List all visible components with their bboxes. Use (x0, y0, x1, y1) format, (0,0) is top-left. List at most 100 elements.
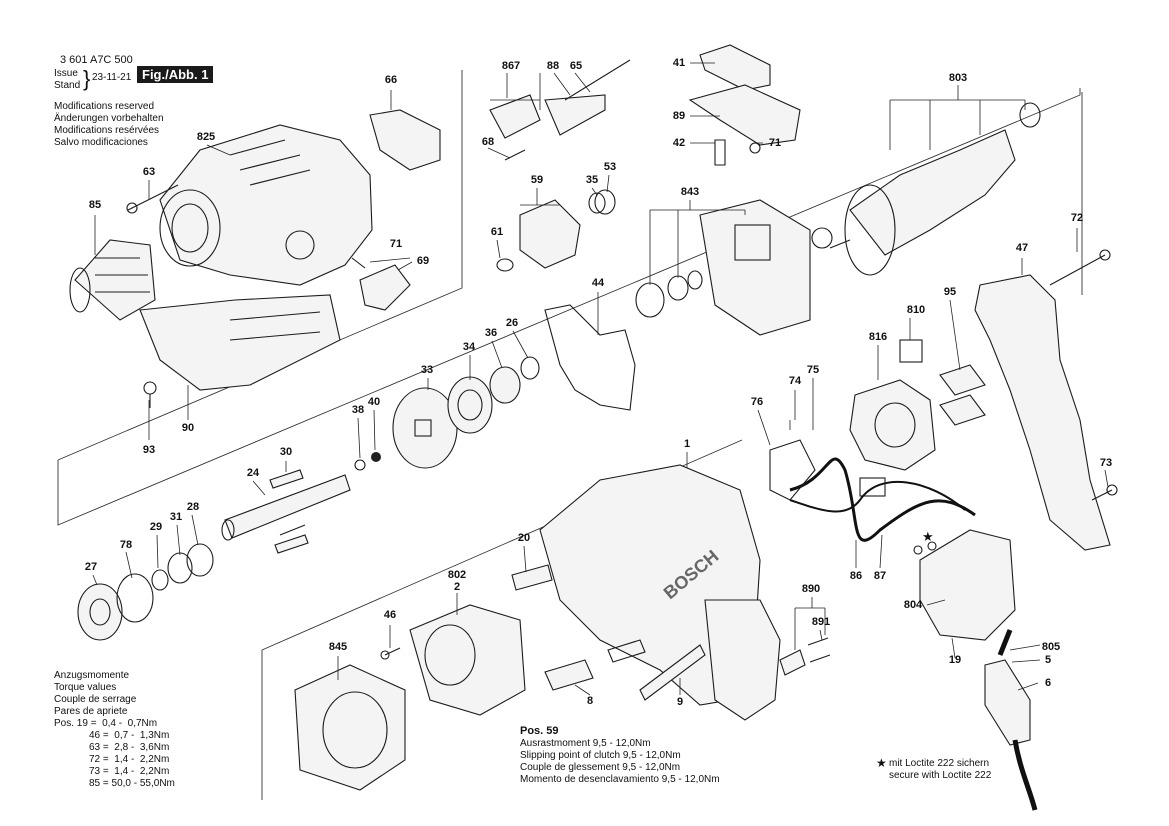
part-callout: 89 (672, 110, 686, 122)
star-icon: ★ (876, 756, 887, 770)
part-callout: 29 (149, 521, 163, 533)
loctite-line: mit Loctite 222 sichern (889, 758, 990, 769)
chuck-85 (69, 239, 156, 321)
part-callout: 38 (351, 404, 365, 416)
part-callout: 41 (672, 57, 686, 69)
issue-label: Issue (54, 68, 78, 79)
pos59-title: Pos. 59 (520, 725, 559, 737)
part-callout: 30 (279, 446, 293, 458)
part-callout: 843 (680, 186, 700, 198)
torque-title: Anzugsmomente (54, 670, 130, 681)
screws-72-73 (1049, 249, 1118, 501)
bearing-rings (77, 543, 214, 641)
armature-803 (829, 102, 1041, 276)
part-callout: 845 (328, 641, 348, 653)
part-callout: 804 (903, 599, 923, 611)
top-small-parts (489, 59, 631, 161)
part-callout: 90 (181, 422, 195, 434)
brush-holder-816 (849, 339, 936, 497)
torque-title: Couple de serrage (54, 694, 137, 705)
screw-63 (126, 184, 179, 214)
part-callout: 27 (84, 561, 98, 573)
switch-804 (913, 529, 1016, 641)
part-callout: 63 (142, 166, 156, 178)
brush-caps-95 (939, 364, 986, 426)
part-number: 3 601 A7C 500 (60, 54, 133, 66)
modification-line: Salvo modificaciones (54, 137, 148, 148)
part-callout: 805 (1041, 641, 1061, 653)
torque-row: 73 = 1,4 - 2,2Nm (89, 766, 170, 777)
gear-59 (496, 189, 616, 272)
handle-47 (974, 274, 1111, 551)
screw-46 (380, 647, 401, 660)
key-30 (269, 469, 309, 554)
part-callout: 44 (591, 277, 605, 289)
part-callout: 802 (447, 569, 467, 581)
brace: } (83, 66, 91, 91)
part-callout: 78 (119, 539, 133, 551)
bracket-66 (369, 109, 441, 171)
part-callout: 46 (383, 609, 397, 621)
part-callout: 8 (586, 695, 594, 707)
knob-69 (351, 257, 411, 311)
part-callout: 28 (186, 501, 200, 513)
part-callout: 68 (481, 136, 495, 148)
handle-cover-41-89 (688, 44, 801, 166)
section-frames (57, 70, 1083, 800)
part-callout: 35 (585, 174, 599, 186)
screw-93 (143, 381, 157, 408)
part-callout: 71 (389, 238, 403, 250)
part-callout: 69 (416, 255, 430, 267)
torque-title: Torque values (54, 682, 117, 693)
part-callout: 19 (948, 654, 962, 666)
part-callout: 85 (88, 199, 102, 211)
part-callout: 803 (948, 72, 968, 84)
part-callout: 88 (546, 60, 560, 72)
torque-row: 46 = 0,7 - 1,3Nm (89, 730, 170, 741)
lower-cover-90 (139, 294, 341, 391)
part-callout: 6 (1044, 677, 1052, 689)
part-callout: 93 (142, 444, 156, 456)
part-callout: 47 (1015, 242, 1029, 254)
part-callout: 26 (505, 317, 519, 329)
part-callout: 65 (569, 60, 583, 72)
flange-843 (635, 199, 833, 336)
loctite-line: secure with Loctite 222 (889, 770, 992, 781)
torque-title: Pares de apriete (54, 706, 128, 717)
pos59-line: Ausrastmoment 9,5 - 12,0Nm (520, 738, 651, 749)
part-callout: 5 (1044, 654, 1052, 666)
part-callout: 31 (169, 511, 183, 523)
spindle-24 (221, 452, 381, 541)
torque-row: Pos. 19 = 0,4 - 0,7Nm (54, 718, 158, 729)
part-callout: 9 (676, 696, 684, 708)
motor-housing-1 (539, 464, 781, 721)
field-802 (409, 604, 526, 716)
part-callout: 95 (943, 286, 957, 298)
part-callout: 66 (384, 74, 398, 86)
part-callout: 1 (683, 438, 691, 450)
modification-line: Änderungen vorbehalten (54, 113, 164, 124)
part-callout: 71 (768, 137, 782, 149)
part-callout: 24 (246, 467, 260, 479)
part-callout: 810 (906, 304, 926, 316)
part-callout: 2 (453, 581, 461, 593)
part-callout: 20 (517, 532, 531, 544)
part-callout: 86 (849, 570, 863, 582)
fan-cover-845 (294, 664, 406, 791)
gear-housing-825 (159, 124, 373, 286)
part-callout: 42 (672, 137, 686, 149)
part-callout: 825 (196, 131, 216, 143)
torque-row: 72 = 1,4 - 2,2Nm (89, 754, 170, 765)
part-callout: 40 (367, 396, 381, 408)
part-callout: 816 (868, 331, 888, 343)
pos59-line: Slipping point of clutch 9,5 - 12,0Nm (520, 750, 681, 761)
stand-label: Stand (54, 80, 81, 91)
parts-890-891 (779, 637, 831, 676)
gears-33-34 (392, 356, 540, 469)
part-callout: 72 (1070, 212, 1084, 224)
figure-badge: Fig./Abb. 1 (137, 66, 214, 83)
part-callout: 61 (490, 226, 504, 238)
part-callout: 87 (873, 570, 887, 582)
part-callout: 33 (420, 364, 434, 376)
modification-line: Modifications reserved (54, 101, 155, 112)
